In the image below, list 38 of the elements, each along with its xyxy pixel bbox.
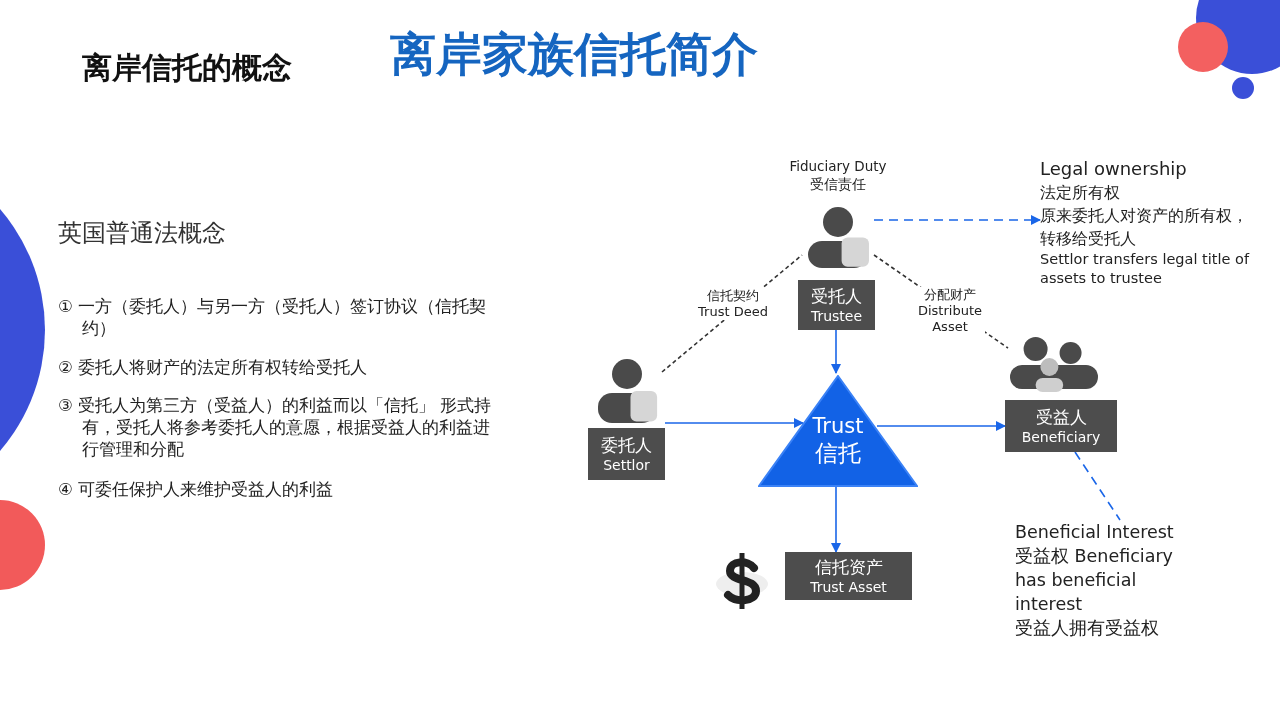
caption-text: Fiduciary Duty [788,157,888,175]
list-item: ④ 可委任保护人来维护受益人的利益 [58,479,335,501]
box-label: Trust Asset [810,578,887,596]
arrow [876,421,1006,431]
arrow [831,329,841,374]
arrow [664,418,804,428]
note-text: Beneficial Interest [1015,521,1175,544]
triangle-label: Trust [811,413,865,439]
label-box [588,428,665,480]
label-box [785,552,912,600]
box-label: 信托资产 [814,556,883,578]
label-box [1005,400,1117,452]
note-text: Settlor transfers legal title of assets to trustee [1040,250,1251,288]
note-text: 原来委托人对资产的所有权，转移给受托人 [1040,205,1249,250]
note-heading: Legal ownership [1040,157,1188,181]
person-icon [1008,335,1100,393]
dashed-line [1074,451,1121,521]
box-label: 委托人 [601,434,652,456]
dashed-line [873,215,1041,225]
list-item: ② 委托人将财产的法定所有权转给受托人 [58,357,369,379]
trust-triangle [758,375,918,487]
list-item: ① 一方（委托人）与另一方（受托人）签订协议（信托契约） [58,296,488,340]
box-label: 受托人 [811,285,862,307]
box-label: 受益人 [1035,406,1087,428]
section-heading: 离岸信托的概念 [82,49,292,87]
caption-text: 受信责任 [809,175,867,193]
subheading: 英国普通法概念 [58,218,226,249]
slide-title: 离岸家族信托简介 [390,26,758,83]
box-label: Settlor [603,456,650,474]
box-label: Beneficiary [1021,428,1101,446]
triangle-label: 信托 [814,439,862,467]
note-text: 受益权 Beneficiary has beneficial interest [1015,545,1174,616]
label-box [798,280,875,330]
arrow [831,486,841,553]
note-text: 受益人拥有受益权 [1015,617,1160,640]
list-item: ③ 受托人为第三方（受益人）的利益而以「信托」 形式持有，受托人将参考委托人的意愿，根据受益人的利益进行管理和分配 [58,395,493,461]
box-label: Trustee [810,307,863,325]
note-text: 法定所有权 [1040,182,1121,204]
